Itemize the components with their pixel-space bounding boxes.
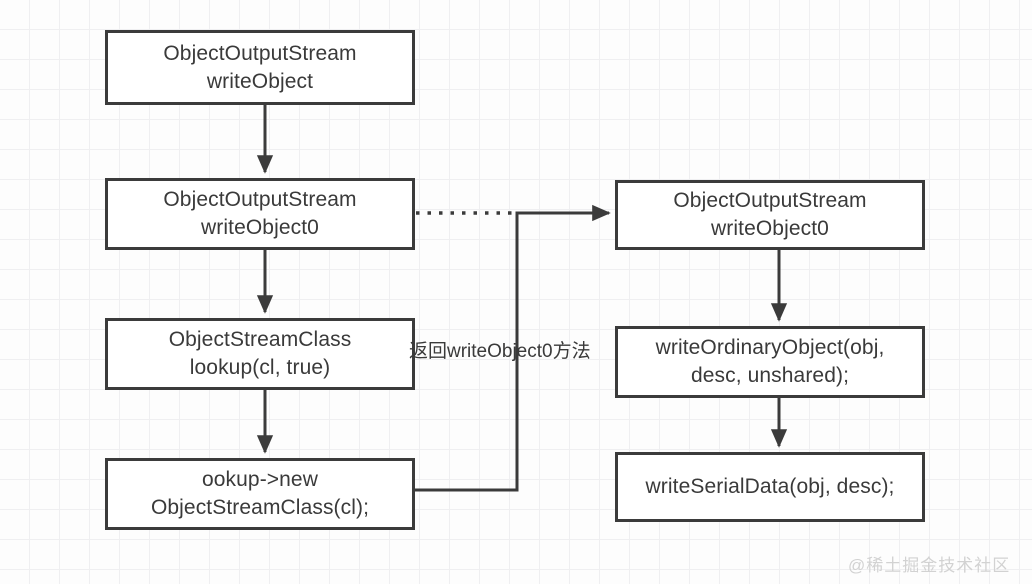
node-objectoutputstream-writeobject[interactable]: ObjectOutputStream writeObject <box>105 30 415 105</box>
node-objectoutputstream-writeobject0-left[interactable]: ObjectOutputStream writeObject0 <box>105 178 415 250</box>
watermark: @稀土掘金技术社区 <box>848 556 1011 575</box>
node-write-serial-data[interactable]: writeSerialData(obj, desc); <box>615 452 925 522</box>
node-ookup-new-objectstreamclass[interactable]: ookup->new ObjectStreamClass(cl); <box>105 458 415 530</box>
edge-label-return-writeobject0: 返回writeObject0方法 <box>409 341 591 362</box>
node-write-ordinary-object[interactable]: writeOrdinaryObject(obj, desc, unshared)… <box>615 326 925 398</box>
node-objectoutputstream-writeobject0-right[interactable]: ObjectOutputStream writeObject0 <box>615 180 925 250</box>
node-objectstreamclass-lookup[interactable]: ObjectStreamClass lookup(cl, true) <box>105 318 415 390</box>
